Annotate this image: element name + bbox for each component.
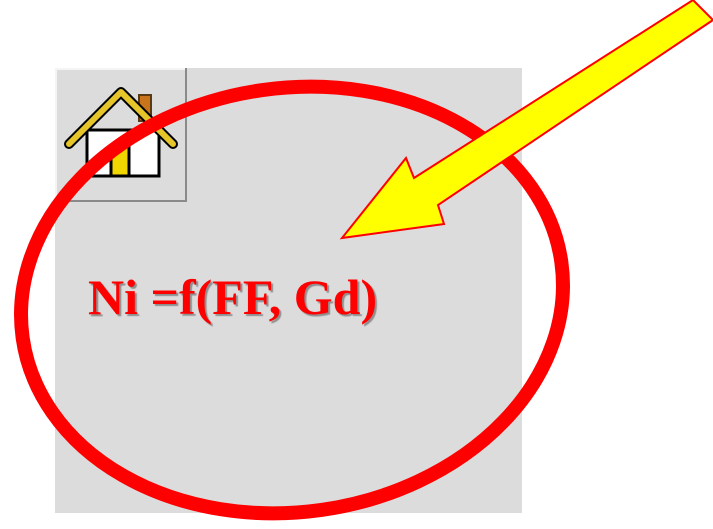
highlight-ellipse	[14, 79, 570, 521]
formula-text: Ni =f(FF, Gd)	[88, 269, 378, 325]
arrow-down-left-icon	[339, 0, 713, 240]
